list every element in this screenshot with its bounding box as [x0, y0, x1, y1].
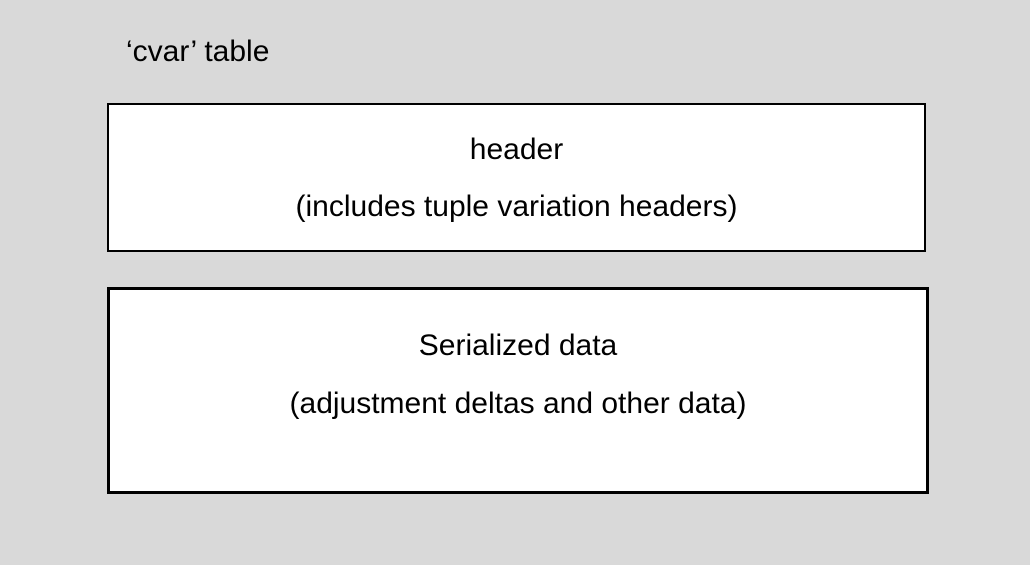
serialized-data-box: Serialized data (adjustment deltas and o…	[107, 287, 929, 494]
serialized-data-box-label: Serialized data	[418, 329, 618, 362]
serialized-data-box-sublabel: (adjustment deltas and other data)	[289, 387, 747, 420]
header-box-label: header	[469, 132, 564, 166]
header-box: header (includes tuple variation headers…	[107, 103, 926, 252]
header-box-sublabel: (includes tuple variation headers)	[295, 189, 738, 223]
diagram-title: ‘cvar’ table	[126, 35, 270, 68]
